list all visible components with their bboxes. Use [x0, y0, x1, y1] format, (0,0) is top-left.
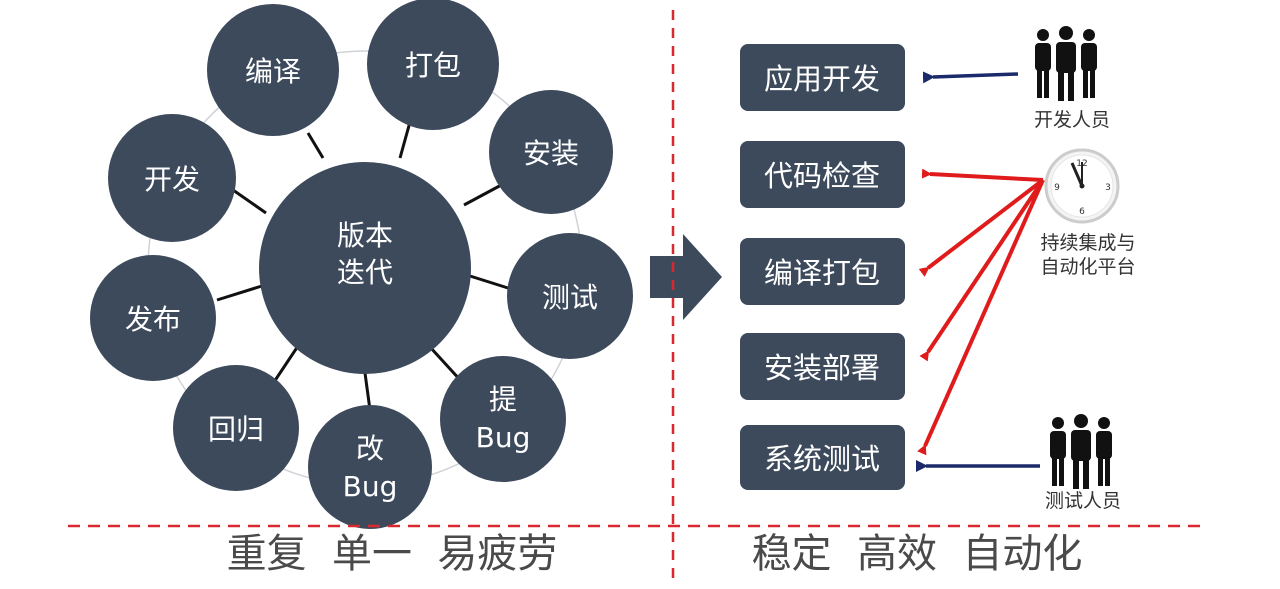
connector-report-bug	[428, 345, 464, 384]
node-label-line1: 改	[356, 432, 384, 465]
node-release: 发布	[90, 255, 216, 381]
node-label-line1: 提	[489, 383, 517, 416]
node-label: 开发	[144, 163, 200, 196]
node-package: 打包	[367, 0, 499, 130]
node-label: 回归	[208, 413, 264, 446]
step-app-develop: 应用开发	[740, 44, 905, 111]
ci-label-line1: 持续集成与	[1040, 232, 1135, 254]
ci-arrow-system-test	[917, 179, 1045, 456]
svg-text:3: 3	[1105, 183, 1111, 193]
center-circle	[259, 162, 471, 374]
center-label-line1: 版本	[337, 219, 393, 252]
node-label: 测试	[542, 281, 598, 314]
node-label: 编译	[245, 55, 301, 88]
svg-text:9: 9	[1054, 183, 1060, 193]
connector-package	[398, 121, 412, 159]
step-system-test: 系统测试	[740, 425, 905, 490]
step-label: 应用开发	[764, 62, 880, 96]
step-label: 系统测试	[764, 442, 880, 476]
node-label: 打包	[405, 49, 461, 82]
left-slogan: 重复 单一 易疲劳	[227, 531, 558, 577]
connectors	[216, 121, 509, 411]
node-label: 发布	[125, 303, 181, 336]
ci-arrow-install-deploy	[919, 178, 1045, 362]
right-slogan: 稳定 高效 自动化	[752, 531, 1083, 577]
step-label: 安装部署	[764, 351, 880, 385]
connector-compile	[306, 132, 325, 159]
svg-text:6: 6	[1079, 207, 1085, 217]
step-compile-package: 编译打包	[740, 238, 905, 305]
people-group-icon	[1050, 414, 1112, 489]
node-label: 安装	[523, 137, 579, 170]
center-label-line2: 迭代	[337, 256, 393, 289]
node-install: 安装	[489, 90, 613, 214]
node-compile: 编译	[207, 4, 339, 136]
node-fix-bug: 改 Bug	[308, 405, 432, 529]
node-report-bug: 提 Bug	[440, 356, 566, 482]
step-label: 代码检查	[764, 159, 880, 193]
process-steps: 应用开发 代码检查 编译打包 安装部署 系统测试	[740, 44, 905, 490]
node-develop: 开发	[108, 114, 236, 242]
node-regression: 回归	[173, 365, 299, 491]
node-test: 测试	[507, 233, 633, 359]
connector-test	[469, 274, 509, 290]
connector-install	[463, 181, 506, 207]
node-label-line2: Bug	[343, 470, 398, 503]
step-code-review: 代码检查	[740, 141, 905, 208]
node-label-line2: Bug	[476, 421, 531, 454]
clock-icon: 12 3 6 9	[1044, 148, 1120, 224]
connector-fix-bug	[363, 372, 372, 411]
ci-arrow-compile-package	[918, 178, 1045, 277]
people-group-icon	[1035, 26, 1097, 101]
step-label: 编译打包	[764, 256, 880, 290]
iteration-cycle: 版本 迭代 编译 打包 安装 测试 提 Bug 改 Bug	[90, 0, 633, 529]
ci-label-line2: 自动化平台	[1040, 256, 1135, 278]
center-node: 版本 迭代	[259, 162, 471, 374]
ci-arrow-code-review	[921, 168, 1044, 182]
connector-release	[216, 283, 266, 302]
step-install-deploy: 安装部署	[740, 333, 905, 400]
ci-arrows	[917, 168, 1045, 456]
connector-develop	[232, 188, 267, 215]
developers-label: 开发人员	[1034, 109, 1110, 131]
right-arrow-icon	[650, 234, 722, 320]
developer-arrow	[922, 71, 1019, 84]
testers-label: 测试人员	[1045, 490, 1121, 512]
